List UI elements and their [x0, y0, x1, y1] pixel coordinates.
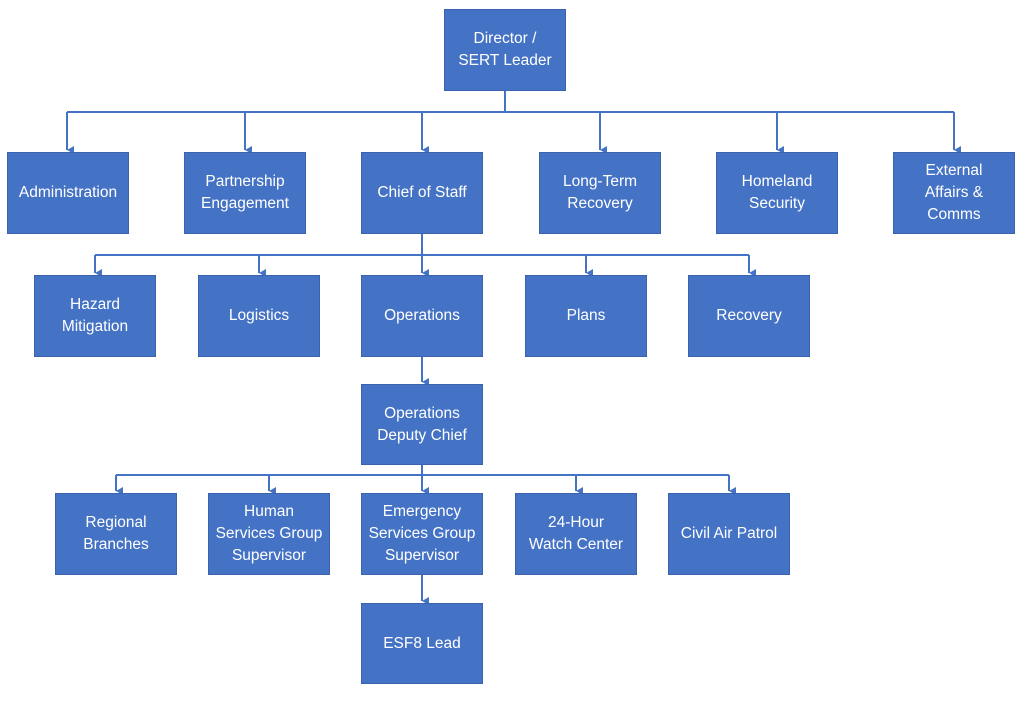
external-affairs-box: External Affairs & Comms	[893, 152, 1015, 234]
logistics-box: Logistics	[198, 275, 320, 357]
esf8-lead-box: ESF8 Lead	[361, 603, 483, 684]
recovery-box: Recovery	[688, 275, 810, 357]
operations-box: Operations	[361, 275, 483, 357]
director-box: Director / SERT Leader	[444, 9, 566, 91]
ops-deputy-chief-box: Operations Deputy Chief	[361, 384, 483, 465]
emergency-services-box: Emergency Services Group Supervisor	[361, 493, 483, 575]
partnership-engagement-box: Partnership Engagement	[184, 152, 306, 234]
civil-air-patrol-box: Civil Air Patrol	[668, 493, 790, 575]
chief-of-staff-box: Chief of Staff	[361, 152, 483, 234]
human-services-box: Human Services Group Supervisor	[208, 493, 330, 575]
hazard-mitigation-box: Hazard Mitigation	[34, 275, 156, 357]
long-term-recovery-box: Long-Term Recovery	[539, 152, 661, 234]
plans-box: Plans	[525, 275, 647, 357]
regional-branches-box: Regional Branches	[55, 493, 177, 575]
homeland-security-box: Homeland Security	[716, 152, 838, 234]
administration-box: Administration	[7, 152, 129, 234]
watch-center-box: 24-Hour Watch Center	[515, 493, 637, 575]
